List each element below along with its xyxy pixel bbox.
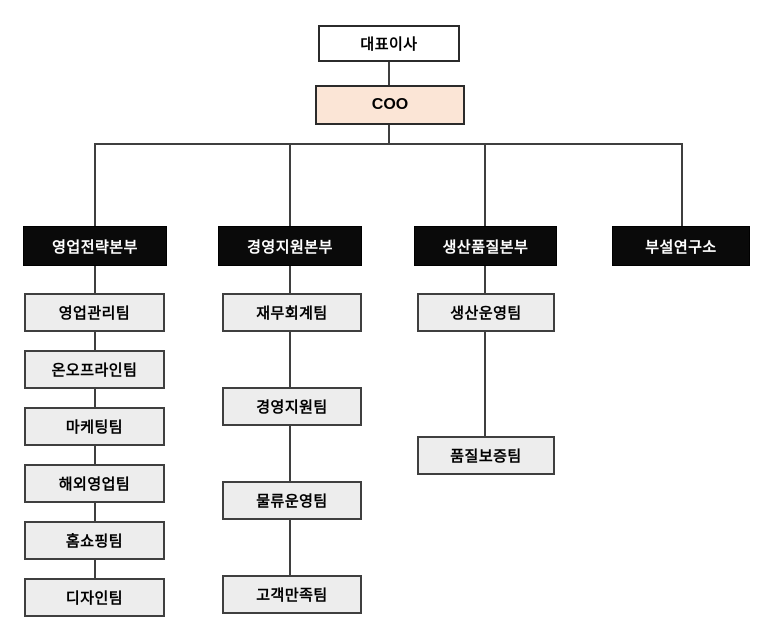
connector-coo-trunk	[388, 125, 390, 144]
team-box: 온오프라인팀	[24, 350, 165, 389]
team-box: 홈쇼핑팀	[24, 521, 165, 560]
connector-branch-horizontal	[94, 143, 683, 145]
team-box: 재무회계팀	[222, 293, 362, 332]
team-box: 물류운영팀	[222, 481, 362, 520]
connector-drop-division-3	[484, 143, 486, 226]
team-box: 품질보증팀	[417, 436, 555, 475]
ceo-box: 대표이사	[318, 25, 460, 62]
connector-drop-division-1	[94, 143, 96, 226]
team-box: 생산운영팀	[417, 293, 555, 332]
team-box: 마케팅팀	[24, 407, 165, 446]
division-header-sales-strategy: 영업전략본부	[23, 226, 167, 266]
division-header-production-quality: 생산품질본부	[414, 226, 557, 266]
connector-drop-division-2	[289, 143, 291, 226]
team-box: 영업관리팀	[24, 293, 165, 332]
team-box: 경영지원팀	[222, 387, 362, 426]
connector-column-3	[484, 266, 486, 442]
coo-box: COO	[315, 85, 465, 125]
team-box: 고객만족팀	[222, 575, 362, 614]
division-header-management-support: 경영지원본부	[218, 226, 362, 266]
connector-ceo-coo	[388, 62, 390, 85]
connector-drop-division-4	[681, 143, 683, 226]
division-header-research-institute: 부설연구소	[612, 226, 750, 266]
team-box: 해외영업팀	[24, 464, 165, 503]
team-box: 디자인팀	[24, 578, 165, 617]
